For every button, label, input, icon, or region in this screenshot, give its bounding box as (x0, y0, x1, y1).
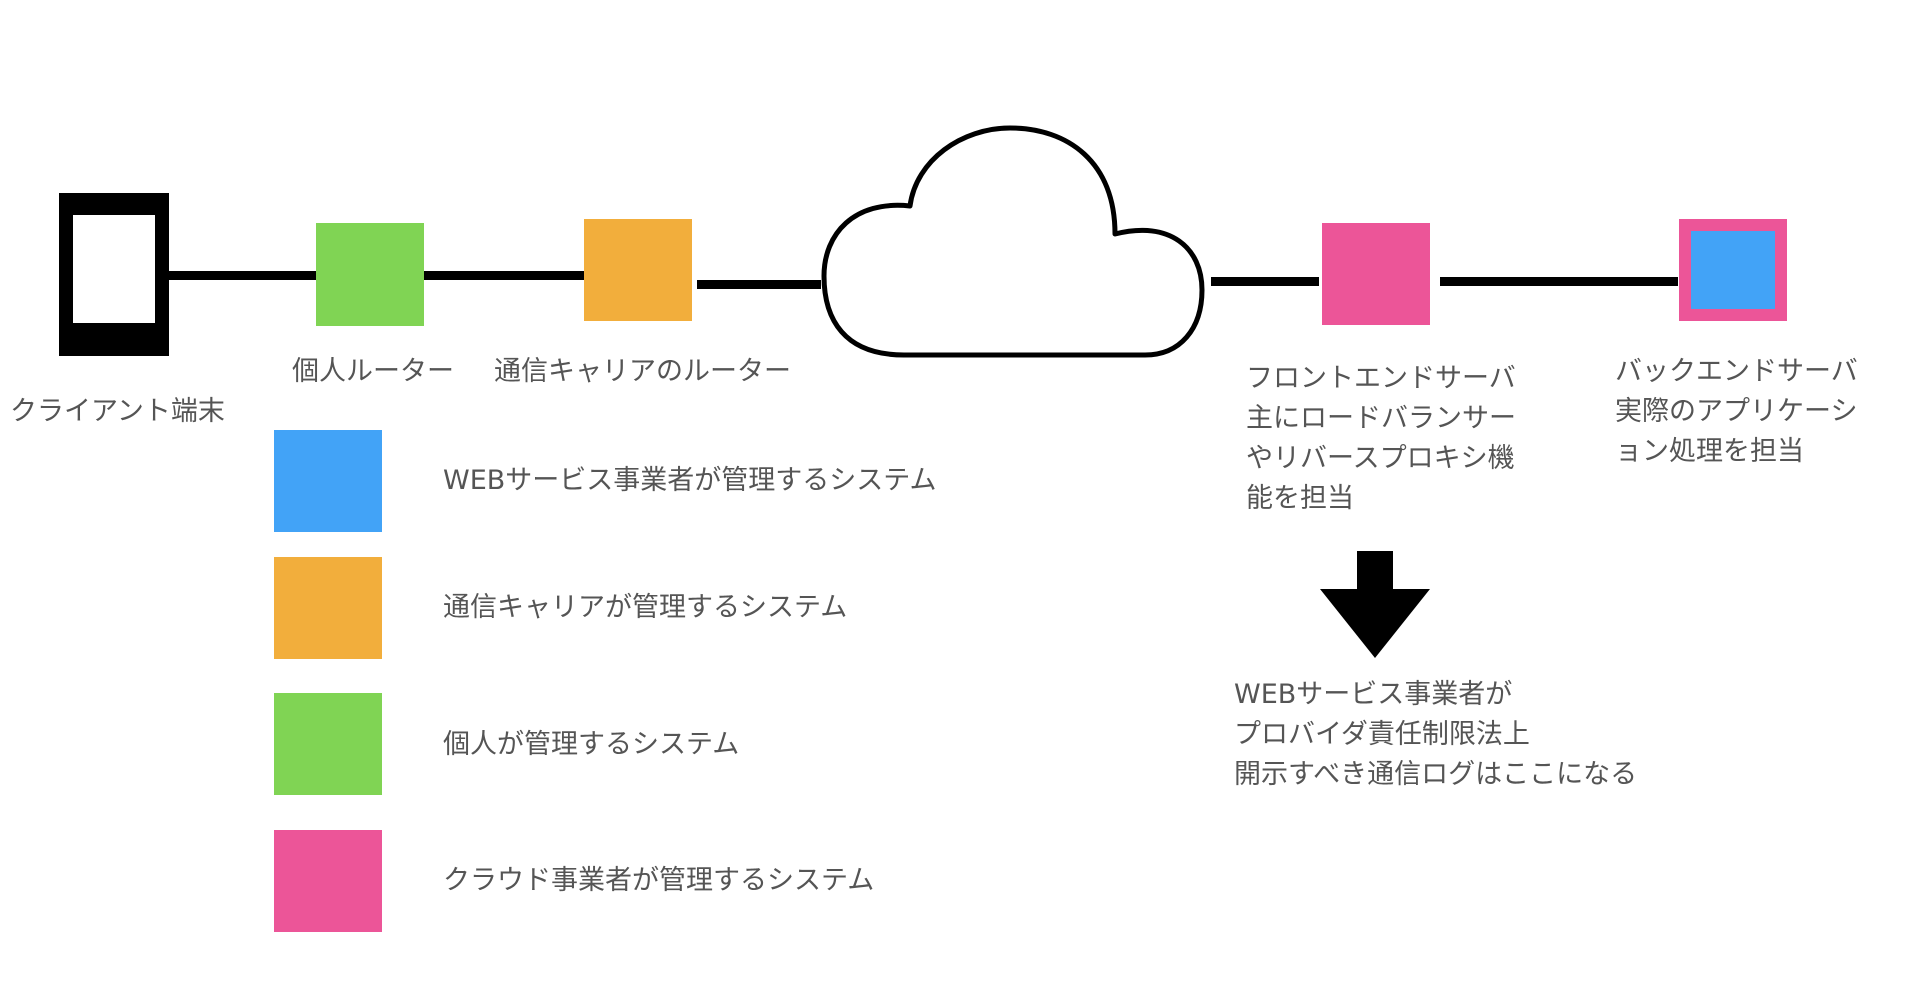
legend-label-cloud: クラウド事業者が管理するシステム (443, 865, 875, 896)
connector-personal-carrier (418, 271, 585, 280)
client-label: クライアント端末 (10, 396, 225, 427)
legend-swatch-carrier (274, 557, 382, 659)
legend-swatch-web (274, 430, 382, 532)
legend-label-carrier: 通信キャリアが管理するシステム (443, 592, 848, 623)
frontend-server-box (1322, 223, 1430, 325)
backend-label-line: ョン処理を担当 (1615, 436, 1804, 467)
carrier-router-label: 通信キャリアのルーター (494, 356, 791, 387)
frontend-label-line: やリバースプロキシ機 (1246, 443, 1515, 474)
legend-swatch-cloud (274, 830, 382, 932)
log-note-line: WEBサービス事業者が (1234, 679, 1513, 710)
backend-label-line: 実際のアプリケーシ (1615, 396, 1858, 427)
smartphone-icon (59, 193, 169, 356)
backend-label-line: バックエンドサーバ (1615, 356, 1858, 387)
frontend-label-line: 能を担当 (1246, 483, 1354, 514)
connector-client-personal (168, 271, 324, 280)
log-note-line: 開示すべき通信ログはここになる (1234, 759, 1638, 790)
connector-frontend-backend (1440, 277, 1678, 286)
backend-server-inner (1691, 231, 1775, 309)
carrier-router-box (584, 219, 692, 321)
arrow-down-icon (1320, 551, 1430, 658)
log-note: WEBサービス事業者が プロバイダ責任制限法上 開示すべき通信ログはここになる (1234, 675, 1637, 795)
backend-server-box (1679, 219, 1787, 321)
frontend-label-line: フロントエンドサーバ (1246, 363, 1516, 394)
connector-carrier-cloud (697, 280, 821, 289)
frontend-label: フロントエンドサーバ 主にロードバランサー やリバースプロキシ機 能を担当 (1246, 359, 1516, 519)
cloud-icon (821, 125, 1205, 358)
connector-cloud-frontend (1211, 277, 1319, 286)
personal-router-box (316, 223, 424, 326)
log-note-line: プロバイダ責任制限法上 (1234, 719, 1530, 750)
backend-label: バックエンドサーバ 実際のアプリケーシ ョン処理を担当 (1615, 352, 1858, 472)
personal-router-label: 個人ルーター (292, 356, 454, 387)
legend-label-web: WEBサービス事業者が管理するシステム (443, 465, 937, 496)
frontend-label-line: 主にロードバランサー (1246, 403, 1516, 434)
legend-label-personal: 個人が管理するシステム (443, 729, 740, 760)
legend-swatch-personal (274, 693, 382, 795)
